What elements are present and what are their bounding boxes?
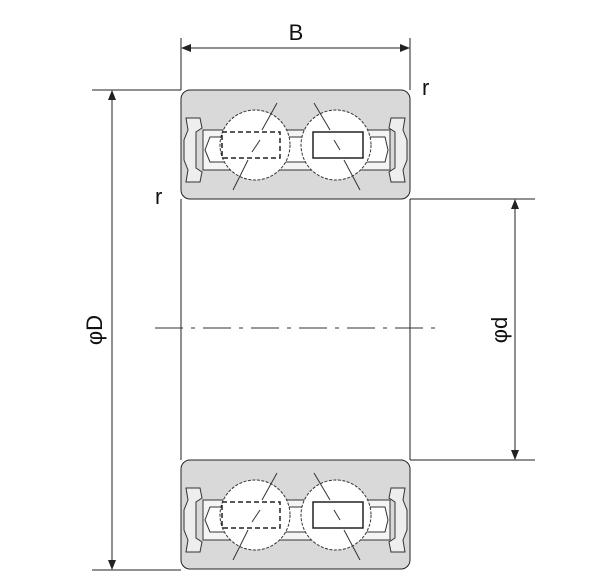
outer-diameter-dimension [92,89,181,571]
width-dimension [180,38,411,90]
radius-label-top: r [422,75,429,100]
width-label: B [289,20,304,45]
inner-diameter-dimension [410,198,535,461]
outer-diameter-label: φD [82,315,107,345]
upper-ring-section [180,89,411,200]
lower-ring-section [180,459,411,570]
radius-label-left: r [155,184,162,209]
inner-diameter-label: φd [487,317,512,344]
